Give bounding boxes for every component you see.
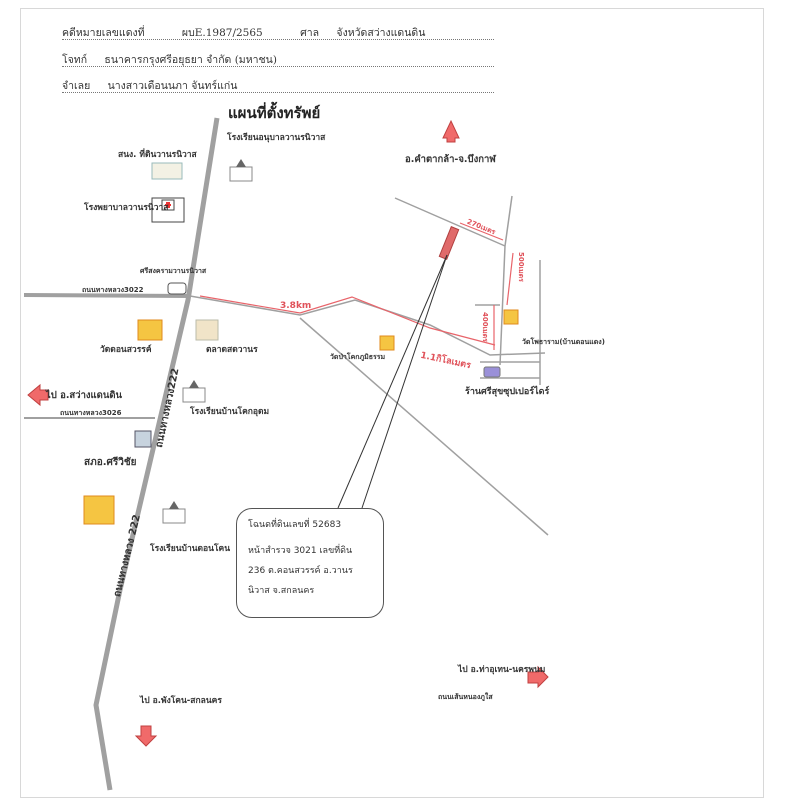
label-to-north: อ.คำตากล้า-จ.บึงกาฬ [405, 154, 496, 165]
temple-icon [503, 309, 519, 325]
label-temple-pho: วัดโพธาราม(บ้านดอนแดง) [522, 338, 605, 346]
location-line: 236 ต.คอนสวรรค์ อ.วานร [248, 566, 353, 576]
deed-number: โฉนดที่ดินเลขที่ 52683 [248, 520, 342, 530]
temple-icon [379, 335, 395, 351]
road-ne [394, 197, 506, 247]
defendant-line: จำเลย นางสาวเดือนนภา จันทร์แก่น [62, 77, 494, 93]
road-se [299, 317, 549, 536]
temple-icon [137, 319, 163, 341]
label-police: สภอ.ศรีวิชัย [84, 457, 137, 468]
case-number: ผบE.1987/2565 [181, 27, 263, 39]
building-icon [195, 319, 219, 341]
court-name: จังหวัดสว่างแดนดิน [336, 27, 426, 39]
label-to-sawang: ไป อ.สว่างแดนดิน [46, 390, 122, 401]
label-east-road: ถนนเส้นหนองภูใส [438, 693, 493, 701]
label-to-south: ไป อ.พังโคน-สกลนคร [140, 696, 222, 706]
dist-arrow-270 [459, 222, 504, 241]
label-junction: ศรีสงครามวานรนิวาส [140, 267, 207, 275]
arrow-west-icon [27, 383, 49, 407]
label-road-3022: ถนนทางหลวง3022 [82, 286, 144, 294]
document-page [20, 8, 764, 798]
label-school-don: โรงเรียนบ้านดอนโคน [150, 544, 231, 554]
police-icon [134, 430, 152, 448]
plaintiff-line: โจทก์ ธนาคารกรุงศรีอยุธยา จำกัด (มหาชน) [62, 51, 494, 67]
callout-pointer-left [337, 254, 448, 509]
label-land-office: สนง. ที่ดินวานรนิวาส [118, 150, 197, 160]
label-hospital: โรงพยาบาลวานรนิวาส [84, 203, 169, 213]
label-road-3026: ถนนทางหลวง3026 [60, 409, 122, 417]
dist-arrow-500 [506, 252, 514, 306]
label-to-east: ไป อ.ท่าอุเทน-นครพนม [458, 665, 546, 675]
school-icon [229, 159, 253, 182]
case-line: คดีหมายเลขแดงที่ ผบE.1987/2565 ศาล จังหว… [62, 24, 494, 40]
road-v1 [499, 195, 513, 366]
label-shop: ร้านศรีสุขซุปเปอร์ไดร์ [465, 387, 550, 397]
distance-3-8km: 3.8km [280, 301, 312, 311]
plaintiff-name: ธนาคารกรุงศรีอยุธยา จำกัด (มหาชน) [104, 54, 277, 66]
highway-222 [93, 117, 220, 791]
property-parcel-marker [438, 226, 460, 260]
label-temple-don: วัดดอนสวรรค์ [100, 345, 152, 355]
label-school-top: โรงเรียนอนุบาลวานรนิวาส [227, 133, 326, 143]
arrow-east-icon [527, 665, 549, 689]
case-label: คดีหมายเลขแดงที่ [62, 27, 145, 39]
distance-400m: 400เมตร [481, 312, 489, 342]
arrow-north-icon [442, 119, 460, 143]
callout-pointer-right [361, 254, 448, 509]
school-icon [162, 501, 186, 524]
route-line [199, 295, 496, 346]
junction-icon [167, 282, 187, 295]
court-label: ศาล [300, 27, 320, 39]
property-callout: โฉนดที่ดินเลขที่ 52683 หน้าสำรวจ 3021 เล… [236, 508, 384, 618]
label-building: ตลาดสดวานร [206, 345, 258, 355]
land-office-icon [151, 162, 183, 180]
defendant-name: นางสาวเดือนนภา จันทร์แก่น [107, 80, 238, 92]
defendant-label: จำเลย [62, 80, 91, 92]
hospital-icon [151, 197, 185, 223]
distance-500m: 500เมตร [517, 252, 525, 282]
survey-page: หน้าสำรวจ 3021 เลขที่ดิน [248, 546, 353, 556]
map-title: แผนที่ตั้งทรัพย์ [228, 104, 321, 122]
plaintiff-label: โจทก์ [62, 54, 88, 66]
school-icon [182, 380, 206, 403]
label-temple-pa: วัดป่าโคกภูมิธรรม [330, 353, 386, 361]
temple-icon [83, 495, 115, 525]
province-line: นิวาส จ.สกลนคร [248, 586, 315, 596]
arrow-south-icon [134, 725, 158, 747]
label-school-khok: โรงเรียนบ้านโคกอุดม [190, 407, 270, 417]
road-3022 [23, 293, 191, 298]
shop-icon [483, 366, 501, 378]
